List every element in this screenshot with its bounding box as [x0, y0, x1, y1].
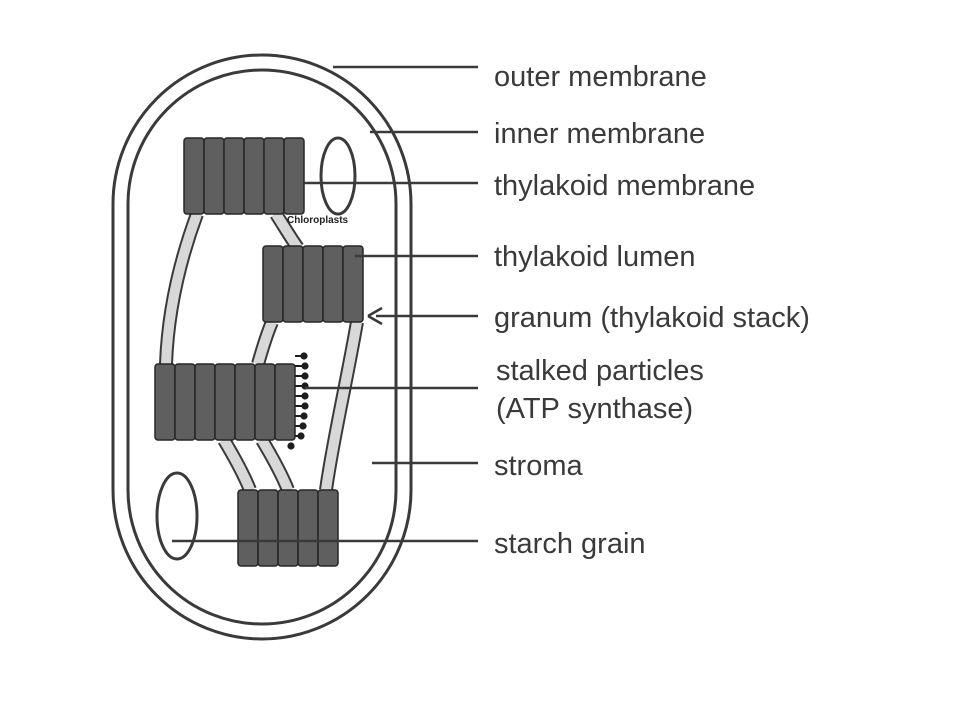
- granum-middle-left: [154, 363, 296, 441]
- label-stalked-particles-line1: stalked particles: [496, 355, 704, 387]
- starch-grain-lower: [155, 471, 199, 561]
- stroma-lamellae: [159, 210, 364, 493]
- stalked-particles: [287, 352, 309, 450]
- leader-lines: [172, 65, 478, 543]
- label-stalked-particles-line2: (ATP synthase): [496, 393, 693, 425]
- label-stroma: stroma: [494, 450, 584, 482]
- label-starch-grain: starch grain: [494, 528, 646, 560]
- label-outer-membrane: outer membrane: [494, 61, 707, 93]
- label-thylakoid-membrane: thylakoid membrane: [494, 170, 755, 202]
- granum-bottom: [237, 489, 339, 567]
- label-inner-membrane: inner membrane: [494, 118, 705, 150]
- granum-middle-right: [262, 245, 364, 323]
- label-granum: granum (thylakoid stack): [494, 302, 810, 334]
- label-thylakoid-lumen: thylakoid lumen: [494, 241, 696, 273]
- granum-top: [183, 137, 305, 215]
- starch-grain-upper: [319, 136, 357, 216]
- granum-arrowhead: [367, 306, 383, 326]
- diagram-title: Chloroplasts: [287, 215, 349, 226]
